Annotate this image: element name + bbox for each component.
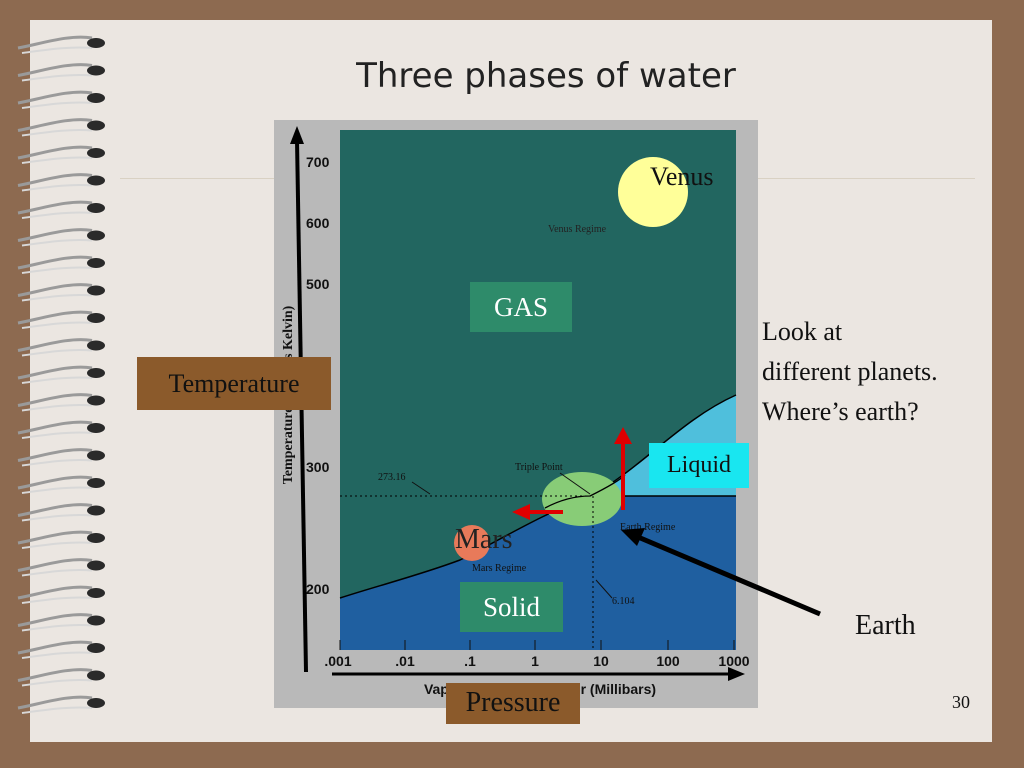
earth-pointer-arrow-line xyxy=(637,534,821,617)
mars-regime-circle xyxy=(454,525,490,561)
x-tick-1: .01 xyxy=(395,653,415,669)
binding-ring xyxy=(17,448,105,467)
liquid-label: Liquid xyxy=(649,443,749,488)
page-number: 30 xyxy=(952,692,970,712)
y-tick-200: 200 xyxy=(306,581,330,597)
x-tick-marks xyxy=(339,640,735,650)
binding-ring xyxy=(17,530,105,549)
binding-ring xyxy=(17,338,105,357)
earth-regime-ellipse xyxy=(542,472,622,526)
binding-ring xyxy=(17,695,105,714)
binding-ring xyxy=(17,228,105,247)
question-line-1: Look at xyxy=(762,317,843,346)
binding-ring xyxy=(17,90,105,109)
y-tick-300: 300 xyxy=(306,459,330,475)
binding-ring xyxy=(17,503,105,522)
earth-label: Earth xyxy=(855,610,916,641)
x-tick-6: 1000 xyxy=(718,653,749,669)
binding-ring xyxy=(17,365,105,384)
mars-regime-label: Mars Regime xyxy=(472,563,527,574)
gas-label: GAS xyxy=(470,282,572,332)
pressure-arrow-head xyxy=(728,667,745,681)
binding-ring xyxy=(17,255,105,274)
binding-ring xyxy=(17,173,105,192)
phase-boundary-sublimation xyxy=(339,495,591,599)
temperature-label: Temperature xyxy=(137,357,331,410)
red-arrow-up-head xyxy=(614,427,632,444)
triple-pressure-label: 6.104 xyxy=(612,596,635,607)
binding-ring xyxy=(17,145,105,164)
binding-ring xyxy=(17,310,105,329)
binding-ring xyxy=(17,118,105,137)
venus-label: Venus xyxy=(650,162,714,191)
triple-temp-pointer xyxy=(411,481,431,495)
pressure-label: Pressure xyxy=(446,683,580,724)
venus-regime-circle xyxy=(618,157,688,227)
binding-ring xyxy=(17,558,105,577)
slide-title: Three phases of water xyxy=(356,56,736,96)
binding-ring xyxy=(17,35,105,54)
binding-ring xyxy=(17,63,105,82)
solid-label: Solid xyxy=(460,582,563,632)
sublimation-line-over-earth xyxy=(544,474,626,509)
question-line-3: Where’s earth? xyxy=(762,397,919,426)
binding-ring xyxy=(17,393,105,412)
venus-regime-label: Venus Regime xyxy=(548,224,607,235)
triple-point-pointer xyxy=(559,472,591,495)
triple-pressure-pointer xyxy=(595,579,613,599)
earth-regime-label: Earth Regime xyxy=(620,522,676,533)
binding-ring xyxy=(17,585,105,604)
binding-ring xyxy=(17,200,105,219)
x-tick-3: 1 xyxy=(531,653,539,669)
triple-temp-label: 273.16 xyxy=(378,472,406,483)
x-tick-2: .1 xyxy=(464,653,476,669)
binding-ring xyxy=(17,283,105,302)
earth-pointer-arrow-head xyxy=(621,528,645,546)
y-tick-600: 600 xyxy=(306,215,330,231)
x-tick-0: .001 xyxy=(324,653,351,669)
question-text: Look at different planets. Where’s earth… xyxy=(762,312,938,432)
spiral-binding xyxy=(17,35,105,714)
mars-label: Mars xyxy=(455,524,513,555)
red-arrow-left-head xyxy=(512,504,530,520)
binding-ring xyxy=(17,420,105,439)
x-tick-4: 10 xyxy=(593,653,609,669)
x-tick-5: 100 xyxy=(656,653,680,669)
binding-ring xyxy=(17,475,105,494)
binding-ring xyxy=(17,668,105,687)
binding-ring xyxy=(17,640,105,659)
question-line-2: different planets. xyxy=(762,357,938,386)
binding-ring xyxy=(17,613,105,632)
y-tick-500: 500 xyxy=(306,276,330,292)
temperature-arrow-head xyxy=(290,126,304,144)
triple-point-label: Triple Point xyxy=(515,462,563,473)
y-tick-700: 700 xyxy=(306,154,330,170)
